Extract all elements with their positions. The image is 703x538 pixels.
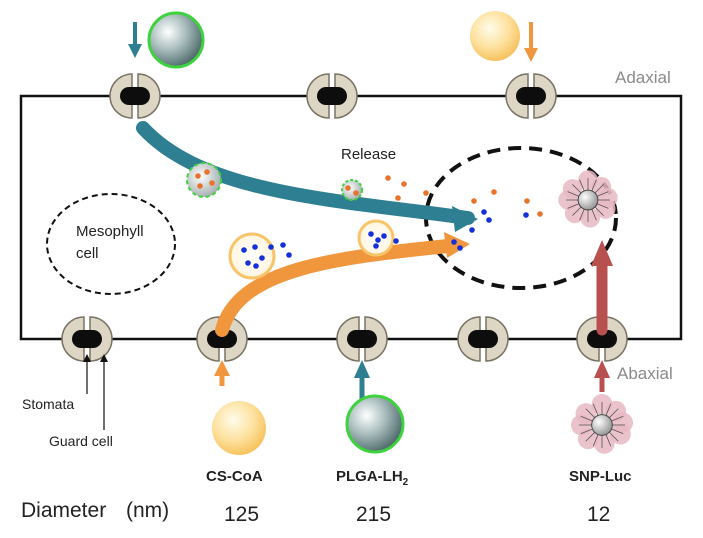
mesophyll-label: Mesophyll <box>76 223 144 240</box>
plga-uptake-pathway <box>136 121 475 225</box>
cargo-dot <box>486 217 492 223</box>
stoma-abaxial-2 <box>196 316 248 362</box>
stomatal-pore <box>516 87 546 105</box>
cs-coa-vesicle-2 <box>357 219 395 257</box>
cargo-dot <box>481 209 487 215</box>
cargo-dot <box>401 181 407 187</box>
diameter-unit: (nm) <box>126 499 170 522</box>
cargo-dot <box>259 255 265 261</box>
plga-lh2-name-main: PLGA-LH <box>336 468 403 485</box>
stomatal-pore <box>468 330 498 348</box>
cargo-dot <box>252 244 258 250</box>
cs-coa-pathway-arrowhead <box>444 232 470 258</box>
stomata-label: Stomata <box>22 396 75 412</box>
guard-cell-label: Guard cell <box>49 433 113 449</box>
cargo-dot <box>368 231 374 237</box>
snp-luc-particle-bottom <box>570 393 634 454</box>
cargo-dot <box>195 173 201 179</box>
stomatal-pore <box>120 87 150 105</box>
cs-coa-diameter: 125 <box>224 503 260 526</box>
cs-coa-uptake-pathway <box>215 239 455 337</box>
cargo-dot <box>280 242 286 248</box>
cargo-dot <box>395 195 401 201</box>
stoma-abaxial-4 <box>457 316 509 362</box>
abaxial-label: Abaxial <box>617 364 673 383</box>
release-label: Release <box>341 146 397 163</box>
stomatal-pore <box>347 330 377 348</box>
cargo-dot <box>393 238 399 244</box>
cargo-dot <box>537 211 543 217</box>
cargo-dot <box>241 247 247 253</box>
plga-particle-degrading <box>186 162 222 198</box>
stoma-adaxial-3 <box>505 73 557 119</box>
cargo-dot <box>197 183 203 189</box>
cargo-dot <box>375 237 381 243</box>
stomatal-pore <box>207 330 237 348</box>
cargo-dot <box>524 198 530 204</box>
stomatal-pore <box>317 87 347 105</box>
cs-coa-name: CS-CoA <box>206 468 263 485</box>
snp-luc-name: SNP-Luc <box>569 468 632 485</box>
cargo-dot <box>523 212 529 218</box>
stoma-abaxial-3 <box>336 316 388 362</box>
mesophyll-cell <box>46 193 176 295</box>
cargo-dot <box>457 245 463 251</box>
plga-pathway-arrowhead <box>452 206 478 232</box>
plga-lh2-particle-bottom <box>345 394 405 454</box>
cargo-dot <box>253 263 259 269</box>
cargo-dot <box>209 180 215 186</box>
cargo-molecules <box>195 169 543 269</box>
cargo-dot <box>245 260 251 266</box>
snp-luc-particle-inside <box>558 170 618 228</box>
cargo-dot <box>204 169 210 175</box>
plga-lh2-name: PLGA-LH2 <box>336 468 408 488</box>
cargo-dot <box>491 189 497 195</box>
cargo-dot <box>385 175 391 181</box>
plga-lh2-particle-top <box>147 11 205 69</box>
snp-pathway-arrowhead <box>591 240 613 266</box>
cargo-dot <box>373 243 379 249</box>
cs-coa-particle-bottom <box>212 401 266 455</box>
stomatal-pore <box>72 330 102 348</box>
stoma-adaxial-1 <box>109 73 161 119</box>
cargo-dot <box>345 185 351 191</box>
cs-coa-particle-top <box>470 11 520 61</box>
cargo-dot <box>286 252 292 258</box>
stoma-adaxial-2 <box>306 73 358 119</box>
plga-particle-small <box>341 179 363 201</box>
cs-coa-vesicle-1 <box>228 232 276 280</box>
cargo-dot <box>353 190 359 196</box>
snp-luc-diameter: 12 <box>587 503 611 526</box>
cargo-dot <box>451 239 457 245</box>
adaxial-label: Adaxial <box>615 68 671 87</box>
cargo-dot <box>268 244 274 250</box>
plga-lh2-name-subscript: 2 <box>402 477 409 488</box>
plga-lh2-diameter: 215 <box>356 503 392 526</box>
cargo-dot <box>471 198 477 204</box>
cargo-dot <box>469 227 475 233</box>
mesophyll-cell-label: cell <box>76 245 99 262</box>
cargo-dot <box>381 233 387 239</box>
diameter-title: Diameter <box>21 499 107 522</box>
stoma-abaxial-5 <box>576 316 628 362</box>
cargo-dot <box>423 190 429 196</box>
stomatal-pore <box>587 330 617 348</box>
stoma-abaxial-1 <box>61 316 113 362</box>
